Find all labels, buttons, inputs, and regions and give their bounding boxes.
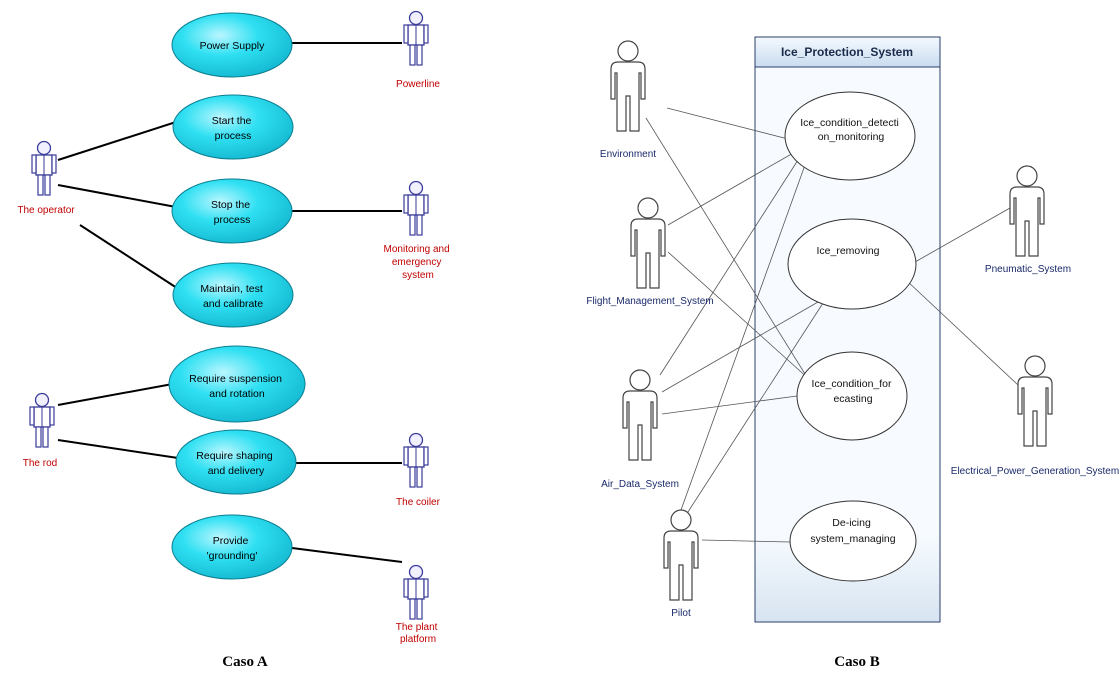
actor-electrical-figure-icon bbox=[1017, 355, 1053, 447]
actor-pilot-label: Pilot bbox=[671, 608, 691, 619]
assoc-environment-detection bbox=[666, 107, 793, 141]
use-case-maintain: Maintain, test and calibrate bbox=[172, 262, 294, 328]
actor-pilot: Pilot bbox=[663, 509, 699, 619]
actor-plant-platform: The plant platform bbox=[396, 564, 440, 645]
caso-a-caption: Caso A bbox=[222, 654, 268, 670]
assoc-pilot-detection bbox=[680, 164, 806, 511]
use-case-suspension-rotation-label: Require suspension and rotation bbox=[189, 373, 285, 400]
actor-rod-figure-icon bbox=[29, 392, 55, 448]
use-case-ice-detection-label: Ice_condition_detecti on_monitoring bbox=[800, 117, 902, 143]
use-case-power-supply: Power Supply bbox=[171, 12, 293, 78]
actor-fms-figure-icon bbox=[630, 197, 666, 289]
use-case-stop-process-label: Stop the process bbox=[211, 199, 253, 226]
actor-operator-figure-icon bbox=[31, 140, 57, 196]
actor-environment-label: Environment bbox=[600, 149, 656, 160]
use-case-suspension-rotation: Require suspension and rotation bbox=[168, 345, 306, 423]
actor-electrical-label: Electrical_Power_Generation_System bbox=[951, 466, 1119, 477]
assoc-pilot-deicing bbox=[701, 539, 791, 543]
use-case-start-process-label: Start the process bbox=[212, 115, 255, 142]
assoc-operator-maintain bbox=[79, 224, 181, 291]
assoc-removing-electrical bbox=[905, 279, 1019, 386]
use-case-grounding-label: Provide 'grounding' bbox=[207, 535, 258, 562]
actor-operator-label: The operator bbox=[17, 205, 75, 216]
assoc-rod-suspension bbox=[57, 382, 179, 406]
use-case-stop-process: Stop the process bbox=[171, 178, 293, 244]
use-case-shaping-delivery-label: Require shaping and delivery bbox=[196, 450, 275, 477]
actor-monitoring-system: Monitoring and emergency system bbox=[384, 180, 453, 281]
actor-powerline-label: Powerline bbox=[396, 79, 440, 90]
use-case-ice-forecasting: Ice_condition_for ecasting bbox=[796, 351, 908, 441]
assoc-operator-start bbox=[57, 121, 177, 161]
actor-pneumatic-system: Pneumatic_System bbox=[985, 165, 1071, 275]
assoc-rod-shaping bbox=[57, 439, 179, 459]
assoc-fms-forecasting bbox=[667, 251, 811, 381]
use-case-grounding: Provide 'grounding' bbox=[171, 514, 293, 580]
use-case-ice-removing-label: Ice_removing bbox=[816, 245, 879, 257]
actor-environment: Environment bbox=[600, 40, 656, 160]
use-case-maintain-label: Maintain, test and calibrate bbox=[200, 283, 265, 310]
assoc-airdata-detection bbox=[659, 159, 799, 376]
actor-rod-label: The rod bbox=[23, 458, 57, 469]
use-case-start-process: Start the process bbox=[172, 94, 294, 160]
actor-air-data-system: Air_Data_System bbox=[601, 369, 679, 490]
assoc-pilot-removing bbox=[685, 299, 826, 516]
caso-b-associations bbox=[645, 107, 1019, 543]
actor-pneumatic-figure-icon bbox=[1009, 165, 1045, 257]
assoc-removing-pneumatic bbox=[914, 207, 1011, 263]
actor-coiler-label: The coiler bbox=[396, 497, 441, 508]
actor-pilot-figure-icon bbox=[663, 509, 699, 601]
actor-flight-management-system: Flight_Management_System bbox=[586, 197, 714, 307]
actor-environment-figure-icon bbox=[610, 40, 646, 132]
system-boundary-title: Ice_Protection_System bbox=[781, 45, 913, 59]
actor-monitoring-figure-icon bbox=[403, 180, 429, 236]
caso-a-associations bbox=[57, 42, 403, 563]
actor-fms-label: Flight_Management_System bbox=[586, 296, 713, 307]
use-case-ice-detection: Ice_condition_detecti on_monitoring bbox=[784, 91, 916, 181]
actor-powerline: Powerline bbox=[396, 10, 440, 90]
actor-plant-figure-icon bbox=[403, 564, 429, 620]
assoc-operator-stop bbox=[57, 184, 177, 208]
use-case-deicing-managing: De-icing system_managing bbox=[789, 500, 917, 582]
actor-pneumatic-label: Pneumatic_System bbox=[985, 264, 1071, 275]
actor-electrical-power-generation-system: Electrical_Power_Generation_System bbox=[951, 355, 1119, 477]
actor-the-operator: The operator bbox=[17, 140, 75, 216]
use-case-deicing-managing-label: De-icing system_managing bbox=[810, 517, 895, 545]
use-case-ice-forecasting-label: Ice_condition_for ecasting bbox=[812, 378, 895, 405]
actor-airdata-figure-icon bbox=[622, 369, 658, 461]
assoc-grounding-plant bbox=[291, 547, 403, 563]
actor-the-rod: The rod bbox=[23, 392, 57, 469]
use-case-shaping-delivery: Require shaping and delivery bbox=[175, 429, 297, 495]
actor-airdata-label: Air_Data_System bbox=[601, 479, 679, 490]
actor-plant-label: The plant platform bbox=[396, 622, 440, 645]
actor-the-coiler: The coiler bbox=[396, 432, 441, 508]
actor-powerline-figure-icon bbox=[403, 10, 429, 66]
caso-b-diagram: Ice_Protection_System Ice_condition_dete… bbox=[586, 36, 1119, 670]
use-case-ice-removing: Ice_removing bbox=[787, 218, 917, 310]
caso-b-caption: Caso B bbox=[834, 654, 879, 670]
actor-monitoring-label: Monitoring and emergency system bbox=[384, 244, 453, 281]
assoc-airdata-forecasting bbox=[661, 395, 798, 415]
use-case-power-supply-label: Power Supply bbox=[200, 40, 266, 52]
caso-a-diagram: Power Supply Start the process Stop the … bbox=[17, 10, 453, 670]
assoc-environment-forecasting bbox=[645, 117, 811, 383]
actor-coiler-figure-icon bbox=[403, 432, 429, 488]
assoc-fms-detection bbox=[667, 151, 796, 226]
